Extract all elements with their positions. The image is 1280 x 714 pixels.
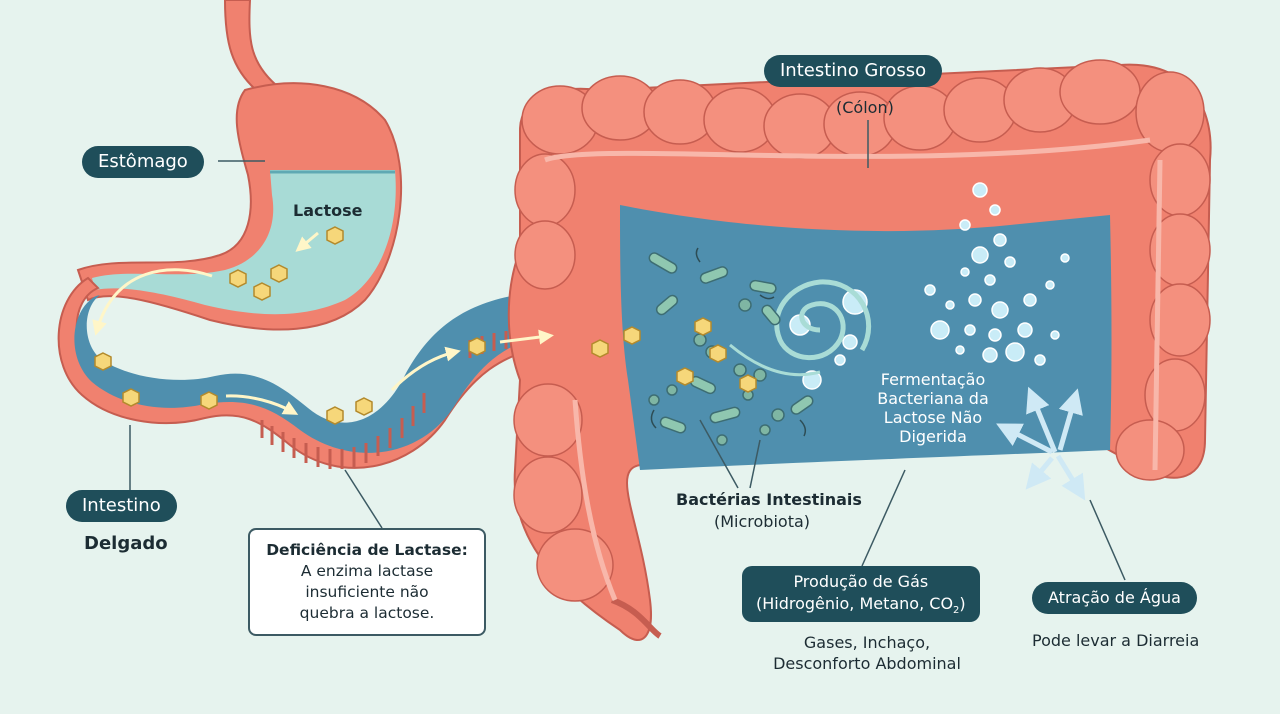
label-microbiota: (Microbiota)	[714, 512, 811, 531]
label-colon: (Cólon)	[836, 98, 894, 117]
label-fermentacao: Fermentação Bacteriana da Lactose Não Di…	[838, 370, 1028, 446]
gas-bubbles	[789, 182, 1070, 390]
flow-arrow-icon	[92, 231, 554, 415]
callout-title: Deficiência de Lactase:	[266, 541, 468, 559]
callout-line-1: A enzima lactase	[300, 562, 434, 580]
label-bacterias: Bactérias Intestinais	[676, 490, 862, 509]
connector-lines	[129, 120, 1126, 581]
fermentacao-line-1: Fermentação	[880, 370, 986, 389]
label-lactose: Lactose	[293, 201, 363, 220]
gas-effects-line-2: Desconforto Abdominal	[773, 654, 961, 673]
label-gas-effects: Gases, Inchaço, Desconforto Abdominal	[758, 632, 976, 674]
fermentation-swirl	[729, 279, 872, 377]
label-producao-gas: Produção de Gás (Hidrogênio, Metano, CO2…	[742, 566, 980, 622]
gas-effects-line-1: Gases, Inchaço,	[803, 633, 931, 652]
label-intestino-delgado-line2: Delgado	[84, 533, 168, 554]
label-atracao-agua: Atração de Água	[1032, 582, 1197, 614]
esophagus	[223, 0, 278, 97]
large-intestine	[507, 59, 1212, 641]
water-arrow-icon	[996, 386, 1086, 501]
fermentacao-line-3: Lactose Não	[883, 408, 983, 427]
lactose-molecule-icon	[94, 226, 757, 425]
label-intestino-grosso: Intestino Grosso	[764, 55, 943, 87]
callout-line-2: insuficiente não	[305, 583, 429, 601]
fermentacao-line-2: Bacteriana da	[877, 389, 989, 408]
stomach-lumen	[92, 170, 396, 315]
gas-line-2: (Hidrogênio, Metano, CO2)	[756, 594, 966, 617]
stomach	[76, 0, 402, 331]
fermentacao-line-4: Digerida	[899, 427, 967, 446]
callout-line-3: quebra a lactose.	[299, 604, 435, 622]
gas-line-1: Produção de Gás	[793, 572, 929, 591]
label-intestino-delgado: Intestino	[66, 490, 177, 522]
label-estomago: Estômago	[82, 146, 204, 178]
lactase-deficiency-callout: Deficiência de Lactase: A enzima lactase…	[248, 528, 486, 636]
label-diarreia: Pode levar a Diarreia	[1032, 631, 1200, 650]
